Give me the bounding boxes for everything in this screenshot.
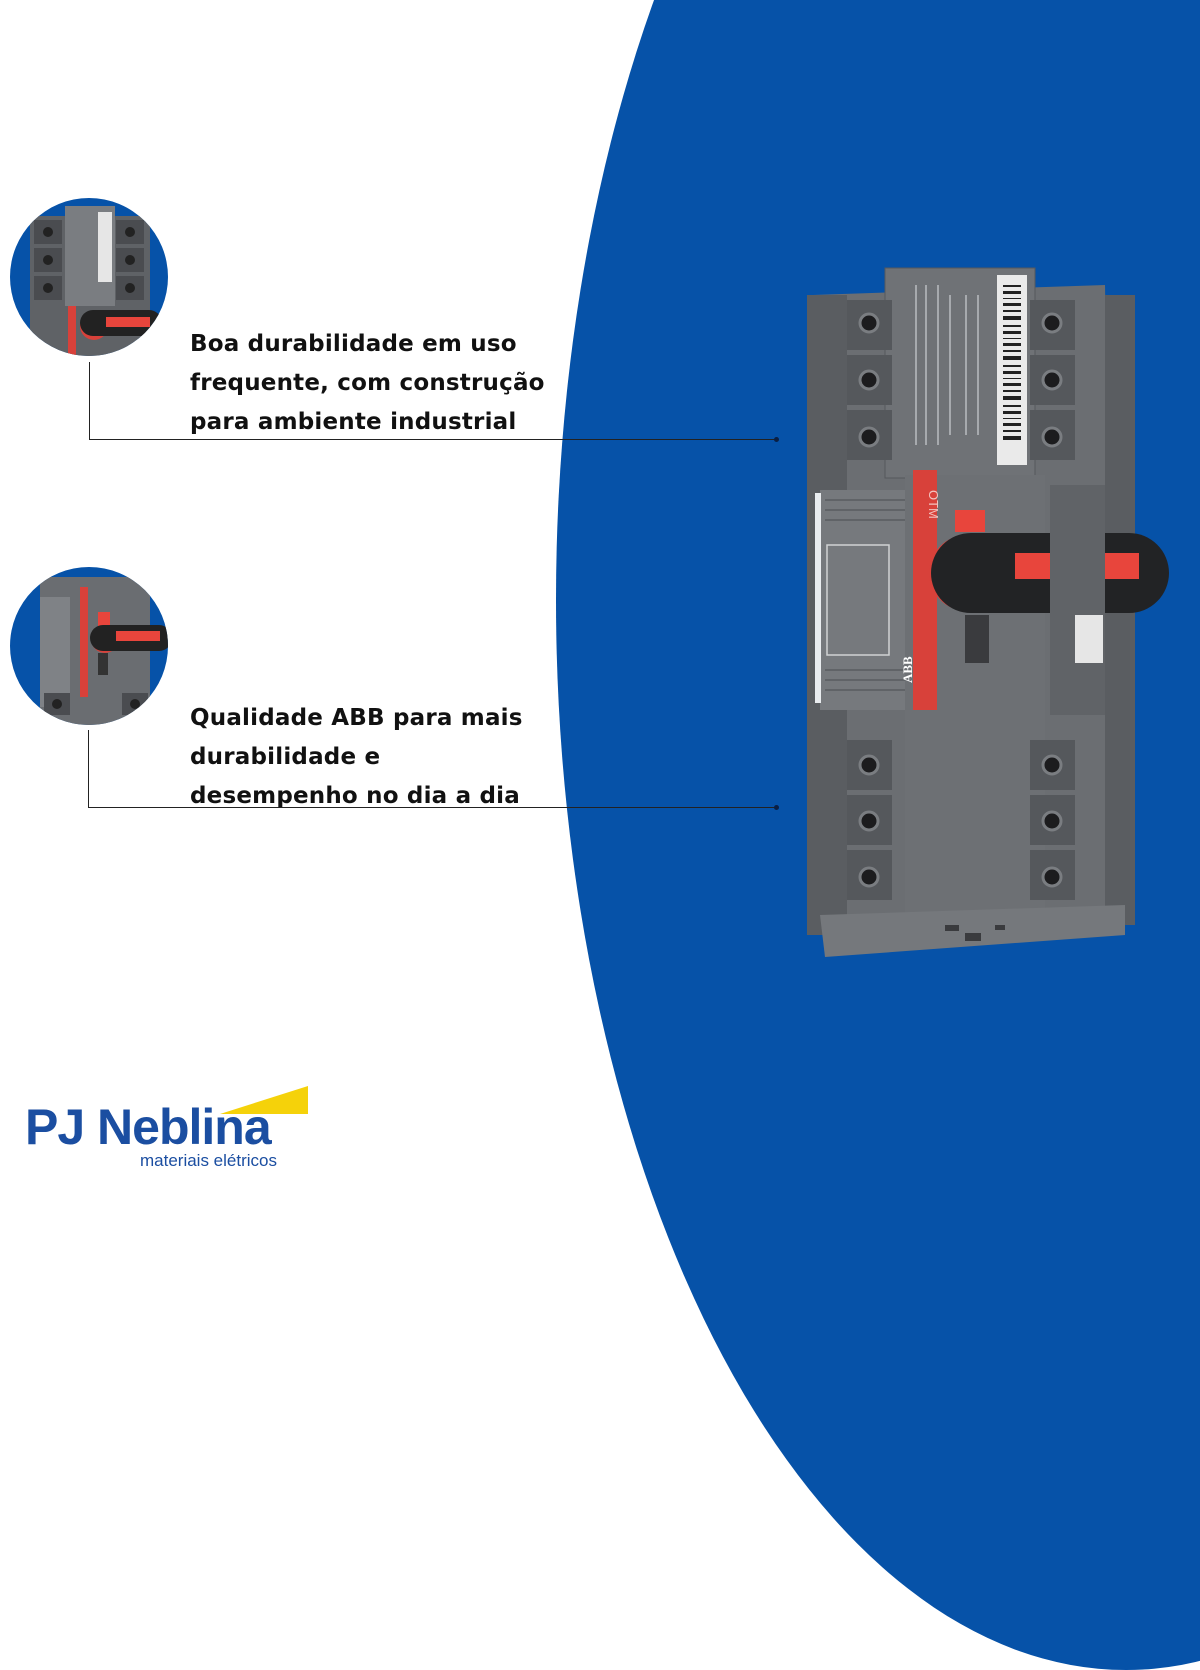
feature-1-thumbnail — [10, 198, 168, 356]
switch-closeup-image — [30, 206, 162, 356]
otm-red-strip — [913, 470, 937, 710]
abb-logo-mark: ABB — [900, 656, 915, 683]
feature-2-text: Qualidade ABB para mais durabilidade e d… — [190, 705, 523, 809]
connector-1-vertical — [89, 362, 90, 440]
otm-label: OTM — [926, 490, 941, 519]
connector-1-horizontal — [89, 439, 777, 440]
connector-1-endpoint — [774, 437, 779, 442]
feature-1-text: Boa durabilidade em uso frequente, com c… — [190, 331, 545, 435]
abb-otm-switch-image: OTM ABB — [805, 265, 1170, 960]
switch-handle-closeup-image — [40, 577, 168, 725]
connector-2-endpoint — [774, 805, 779, 810]
pj-neblina-logo: PJ Neblina materiais elétricos — [25, 1080, 315, 1175]
terminal-block — [847, 300, 1075, 460]
connector-2-horizontal — [88, 807, 777, 808]
feature-2-thumbnail — [10, 567, 168, 725]
connector-2-vertical — [88, 730, 89, 808]
logo-tagline: materiais elétricos — [140, 1151, 277, 1170]
logo-yellow-wedge-icon — [220, 1086, 308, 1114]
logo-wordmark: PJ Neblina — [25, 1099, 272, 1155]
